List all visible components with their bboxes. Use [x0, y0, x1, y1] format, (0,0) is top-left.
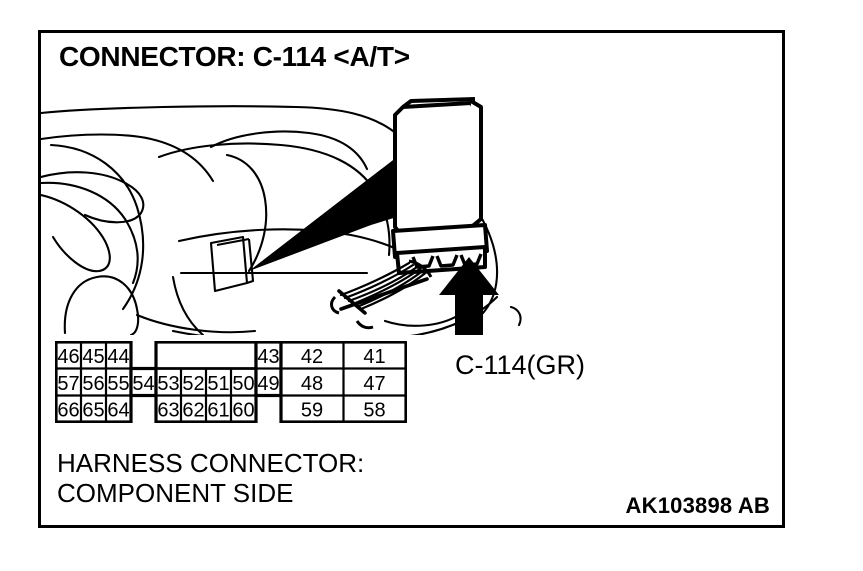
pin-cell: 57	[57, 373, 79, 395]
pin-cell: 49	[257, 373, 279, 395]
pin-cell: 55	[107, 373, 129, 395]
pin-block-43-49: 43 49	[254, 341, 283, 398]
harness-caption: HARNESS CONNECTOR: COMPONENT SIDE	[57, 448, 364, 508]
pin-cell: 42	[301, 346, 323, 368]
pin-cell: 60	[232, 400, 254, 422]
pin-cell: 53	[157, 373, 179, 395]
reference-code: AK103898 AB	[625, 493, 770, 518]
pin-cell: 47	[363, 373, 385, 395]
pin-cell: 41	[363, 346, 385, 368]
connector-callout-label: C-114(GR)	[455, 350, 586, 380]
connector-figure: CONNECTOR: C-114 <A/T>	[38, 30, 785, 528]
page-title: CONNECTOR: C-114 <A/T>	[59, 41, 410, 72]
callout-up-arrow-icon	[439, 257, 499, 335]
pin-cell: 46	[57, 346, 79, 368]
pin-cell: 63	[157, 400, 179, 422]
pin-cell: 62	[182, 400, 204, 422]
pin-cell: 61	[207, 400, 229, 422]
pin-block-54: 54	[129, 366, 158, 398]
caption-line-1: HARNESS CONNECTOR:	[57, 448, 365, 478]
pin-cell: 48	[301, 373, 323, 395]
connector-location-marker	[209, 235, 255, 293]
pin-block-middle: 53 52 51 50 63 62 61 60	[154, 341, 258, 423]
pin-block-left: 46 45 44 57 56 55 66 65 64	[55, 341, 133, 423]
pin-cell: 59	[301, 400, 323, 422]
pin-cell: 66	[57, 400, 79, 422]
pin-grid: 46 45 44 57 56 55 66 65 64 54	[55, 341, 407, 423]
pin-cell: 52	[182, 373, 204, 395]
ecu-module-icon	[391, 97, 489, 275]
pin-cell: 64	[107, 400, 129, 422]
pin-cell: 54	[132, 373, 154, 395]
pin-block-right: 42 41 48 47 59 58	[279, 341, 407, 423]
pin-cell: 65	[82, 400, 104, 422]
wiring-harness-icon	[330, 259, 433, 330]
illustration-area	[41, 95, 782, 335]
pin-cell: 50	[232, 373, 254, 395]
pin-cell: 56	[82, 373, 104, 395]
pin-cell: 51	[207, 373, 229, 395]
pin-cell: 45	[82, 346, 104, 368]
pin-cell: 58	[363, 400, 385, 422]
caption-line-2: COMPONENT SIDE	[57, 478, 294, 508]
pin-cell: 43	[257, 346, 279, 368]
pin-cell: 44	[107, 346, 129, 368]
vehicle-outline-icon	[41, 105, 522, 335]
tapered-pointer-arrow-icon	[249, 157, 397, 271]
